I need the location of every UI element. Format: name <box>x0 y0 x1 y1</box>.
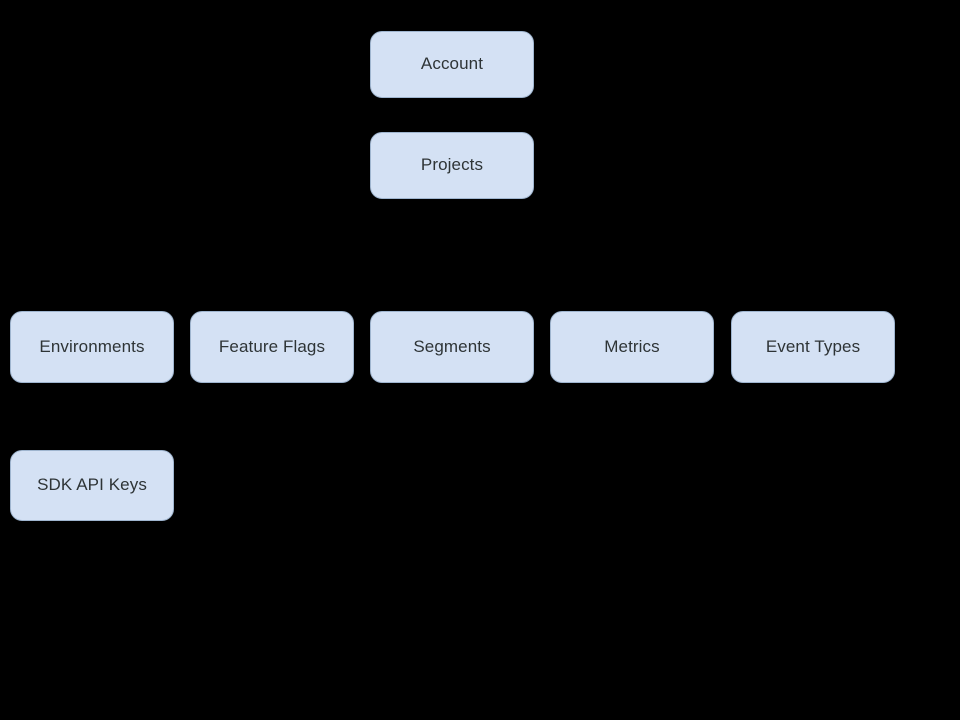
node-sdk-api-keys[interactable]: SDK API Keys <box>10 450 174 521</box>
node-projects[interactable]: Projects <box>370 132 534 199</box>
node-label-environments: Environments <box>39 336 145 356</box>
node-label-segments: Segments <box>413 336 491 356</box>
node-environments[interactable]: Environments <box>10 311 174 383</box>
node-feature-flags[interactable]: Feature Flags <box>190 311 354 383</box>
node-segments[interactable]: Segments <box>370 311 534 383</box>
node-metrics[interactable]: Metrics <box>550 311 714 383</box>
node-label-feature-flags: Feature Flags <box>218 336 326 356</box>
node-label-projects: Projects <box>420 155 484 175</box>
node-account[interactable]: Account <box>370 31 534 98</box>
node-label-sdk-api-keys: SDK API Keys <box>37 475 147 495</box>
node-label-account: Account <box>420 54 484 74</box>
node-label-event-types: Event Types <box>765 336 861 356</box>
node-label-metrics: Metrics <box>604 336 660 356</box>
node-event-types[interactable]: Event Types <box>731 311 895 383</box>
